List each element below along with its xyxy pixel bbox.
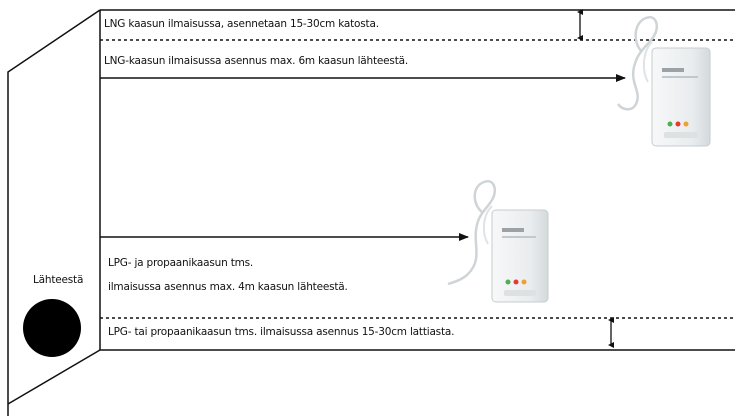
gas-detector-icon: [616, 15, 711, 147]
gas-source-icon: [23, 299, 81, 357]
lpg-distance-label-line2: ilmaisussa asennus max. 4m kaasun lähtee…: [108, 281, 348, 293]
lng-distance-label: LNG-kaasun ilmaisussa asennus max. 6m ka…: [104, 55, 408, 67]
room-outline: [7, 9, 735, 416]
floor-corner-edge: [7, 349, 101, 405]
lng-ceiling-label: LNG kaasun ilmaisussa, asennetaan 15-30c…: [104, 18, 379, 30]
source-label: Lähteestä: [33, 274, 83, 286]
lpg-distance-label-line1: LPG- ja propaanikaasun tms.: [108, 257, 253, 269]
lpg-floor-label: LPG- tai propaanikaasun tms. ilmaisussa …: [108, 326, 454, 338]
left-wall: [7, 9, 101, 416]
gas-detector-icon: [447, 179, 549, 303]
